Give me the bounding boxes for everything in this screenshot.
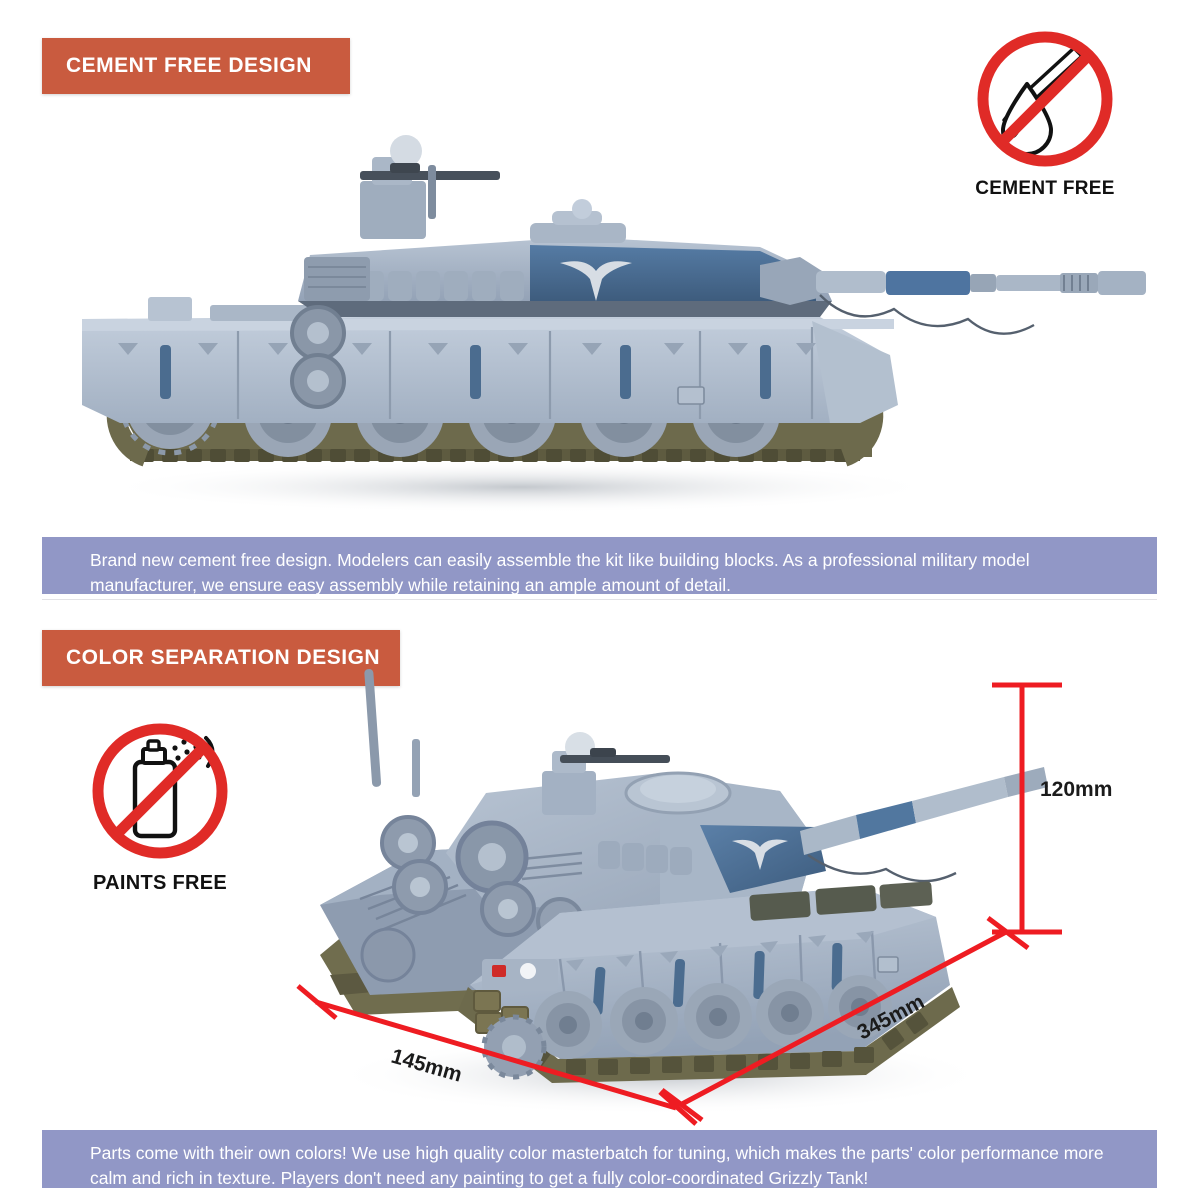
red-marker-light xyxy=(492,965,506,977)
turret-emblem-wings xyxy=(732,839,788,870)
main-gun-barrel xyxy=(816,271,1146,335)
antenna-mast xyxy=(364,669,382,787)
machine-gun-barrel xyxy=(560,755,670,763)
drive-sprocket xyxy=(481,1014,547,1080)
white-headlight xyxy=(520,963,536,979)
prohibition-slash xyxy=(997,51,1093,147)
barrel-cable xyxy=(819,294,1035,335)
turret-side-blocks xyxy=(598,841,692,875)
turret xyxy=(364,669,826,945)
badge-label-cement-free: CEMENT FREE xyxy=(975,178,1115,199)
caption-cement-free: Brand new cement free design. Modelers c… xyxy=(42,537,1157,595)
ground-shadow xyxy=(100,461,940,513)
front-fender xyxy=(812,321,898,423)
remote-weapon-station xyxy=(542,732,670,815)
rear-fan-housing xyxy=(360,927,416,983)
turret-emblem-wings xyxy=(560,261,632,301)
section-header-label: CEMENT FREE DESIGN xyxy=(66,54,312,77)
badge-cement-free: CEMENT FREE xyxy=(955,24,1135,200)
tank-iso-view-illustration xyxy=(320,669,1048,1115)
commander-cupola xyxy=(624,771,732,815)
stowage-boxes xyxy=(749,881,933,921)
main-gun-barrel xyxy=(800,767,1048,883)
product-image-tank-side-view xyxy=(60,105,1150,525)
antenna-mast xyxy=(428,165,436,219)
muzzle-brake xyxy=(1098,271,1146,295)
no-paints-icon xyxy=(92,723,228,859)
barrel-thermal-sleeve xyxy=(886,271,970,295)
spare-roadwheels xyxy=(290,305,346,409)
section-header-tag-color-separation: COLOR SEPARATION DESIGN xyxy=(42,630,400,686)
tank-side-view-illustration xyxy=(82,135,1146,513)
turret xyxy=(290,199,832,409)
turret-blue-panel xyxy=(530,245,816,303)
commander-cupola xyxy=(530,199,626,243)
hull-chevron-details xyxy=(118,343,816,355)
section-cement-free-design: CEMENT FREE DESIGN CEMENT FREE xyxy=(42,24,1157,595)
barrel-thermal-sleeve xyxy=(856,801,916,839)
muzzle-brake xyxy=(1004,767,1048,797)
barrel-collar xyxy=(1060,273,1098,293)
antenna-mast xyxy=(412,739,420,797)
badge-paints-free: PAINTS FREE xyxy=(65,716,255,895)
hull xyxy=(82,297,894,423)
turret-rear-basket xyxy=(304,257,370,301)
section-header-label: COLOR SEPARATION DESIGN xyxy=(66,646,381,669)
hull-marking-plate xyxy=(877,956,899,973)
prohibition-ring xyxy=(92,723,228,859)
barrel-cable xyxy=(807,854,957,883)
prohibition-slash xyxy=(112,743,208,839)
remote-weapon-station xyxy=(360,135,500,239)
product-image-tank-iso-view xyxy=(260,655,1050,1125)
front-light-cluster xyxy=(482,959,558,991)
hull-marking-plate xyxy=(677,386,705,405)
stowage-box xyxy=(148,297,192,321)
badge-label-paints-free: PAINTS FREE xyxy=(92,872,228,894)
turret-basket-slats xyxy=(521,851,583,881)
section-color-separation-design: COLOR SEPARATION DESIGN xyxy=(0,600,1200,1200)
section-divider xyxy=(42,599,1157,600)
prohibition-ring xyxy=(977,31,1113,167)
no-cement-icon xyxy=(977,31,1113,167)
section-header-tag-cement-free: CEMENT FREE DESIGN xyxy=(42,38,350,94)
caption-color-separation: Parts come with their own colors! We use… xyxy=(42,1130,1157,1188)
